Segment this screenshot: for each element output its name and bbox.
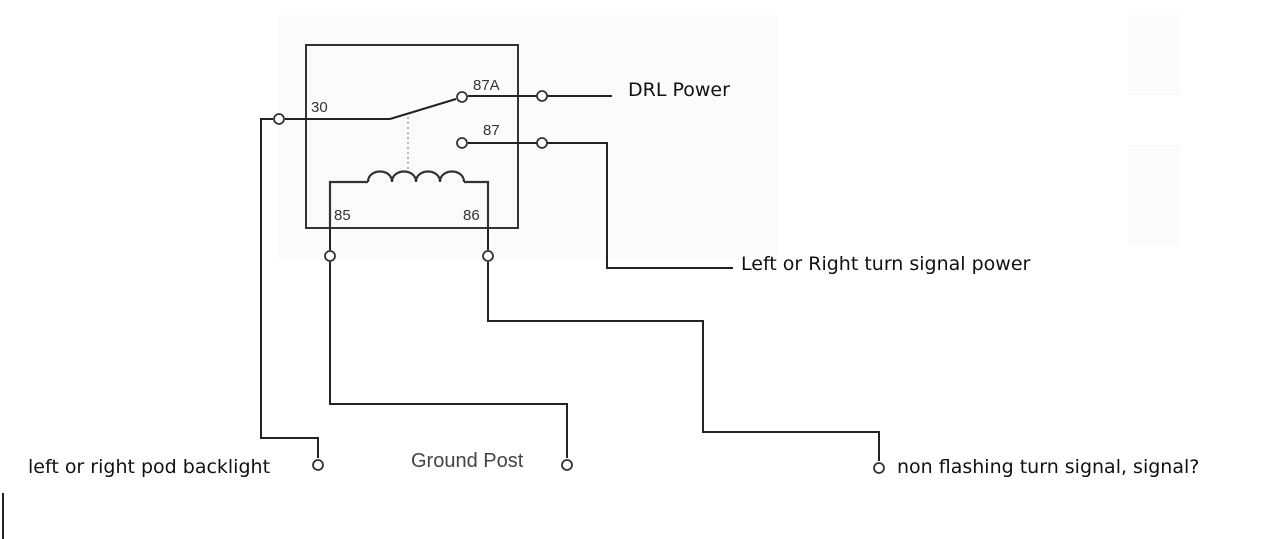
switch-arm bbox=[389, 98, 457, 120]
pin-label-87a: 87A bbox=[473, 77, 500, 94]
terminal-86-external bbox=[482, 250, 494, 262]
background-patch bbox=[1128, 15, 1180, 95]
label-drl-power: DRL Power bbox=[628, 79, 730, 101]
label-ground-post: Ground Post bbox=[411, 450, 524, 472]
pin-label-87: 87 bbox=[483, 122, 500, 139]
terminal-87a-contact bbox=[456, 91, 468, 103]
terminal-ground-post bbox=[561, 459, 573, 471]
terminal-87-contact bbox=[456, 137, 468, 149]
pin-label-85: 85 bbox=[334, 207, 351, 224]
label-non-flashing: non flashing turn signal, signal? bbox=[897, 456, 1199, 478]
label-pod-backlight: left or right pod backlight bbox=[28, 456, 270, 478]
terminal-non-flashing bbox=[873, 462, 885, 474]
terminal-pod-backlight bbox=[312, 459, 324, 471]
non-flashing-wire bbox=[487, 262, 880, 461]
terminal-85-external bbox=[324, 250, 336, 262]
background-patch bbox=[278, 15, 778, 260]
pin-label-30: 30 bbox=[311, 99, 328, 116]
terminal-87a-external bbox=[536, 90, 548, 102]
pin-label-86: 86 bbox=[463, 207, 480, 224]
ground-wire bbox=[329, 262, 568, 458]
pod-backlight-wire bbox=[260, 118, 319, 458]
relay-coil bbox=[328, 170, 490, 228]
turn-signal-power-wire bbox=[547, 142, 733, 269]
terminal-30-external bbox=[273, 113, 285, 125]
label-turn-signal-power: Left or Right turn signal power bbox=[741, 253, 1031, 275]
relay-housing bbox=[305, 44, 519, 229]
background-patch bbox=[1128, 145, 1180, 245]
terminal-87-external bbox=[536, 137, 548, 149]
